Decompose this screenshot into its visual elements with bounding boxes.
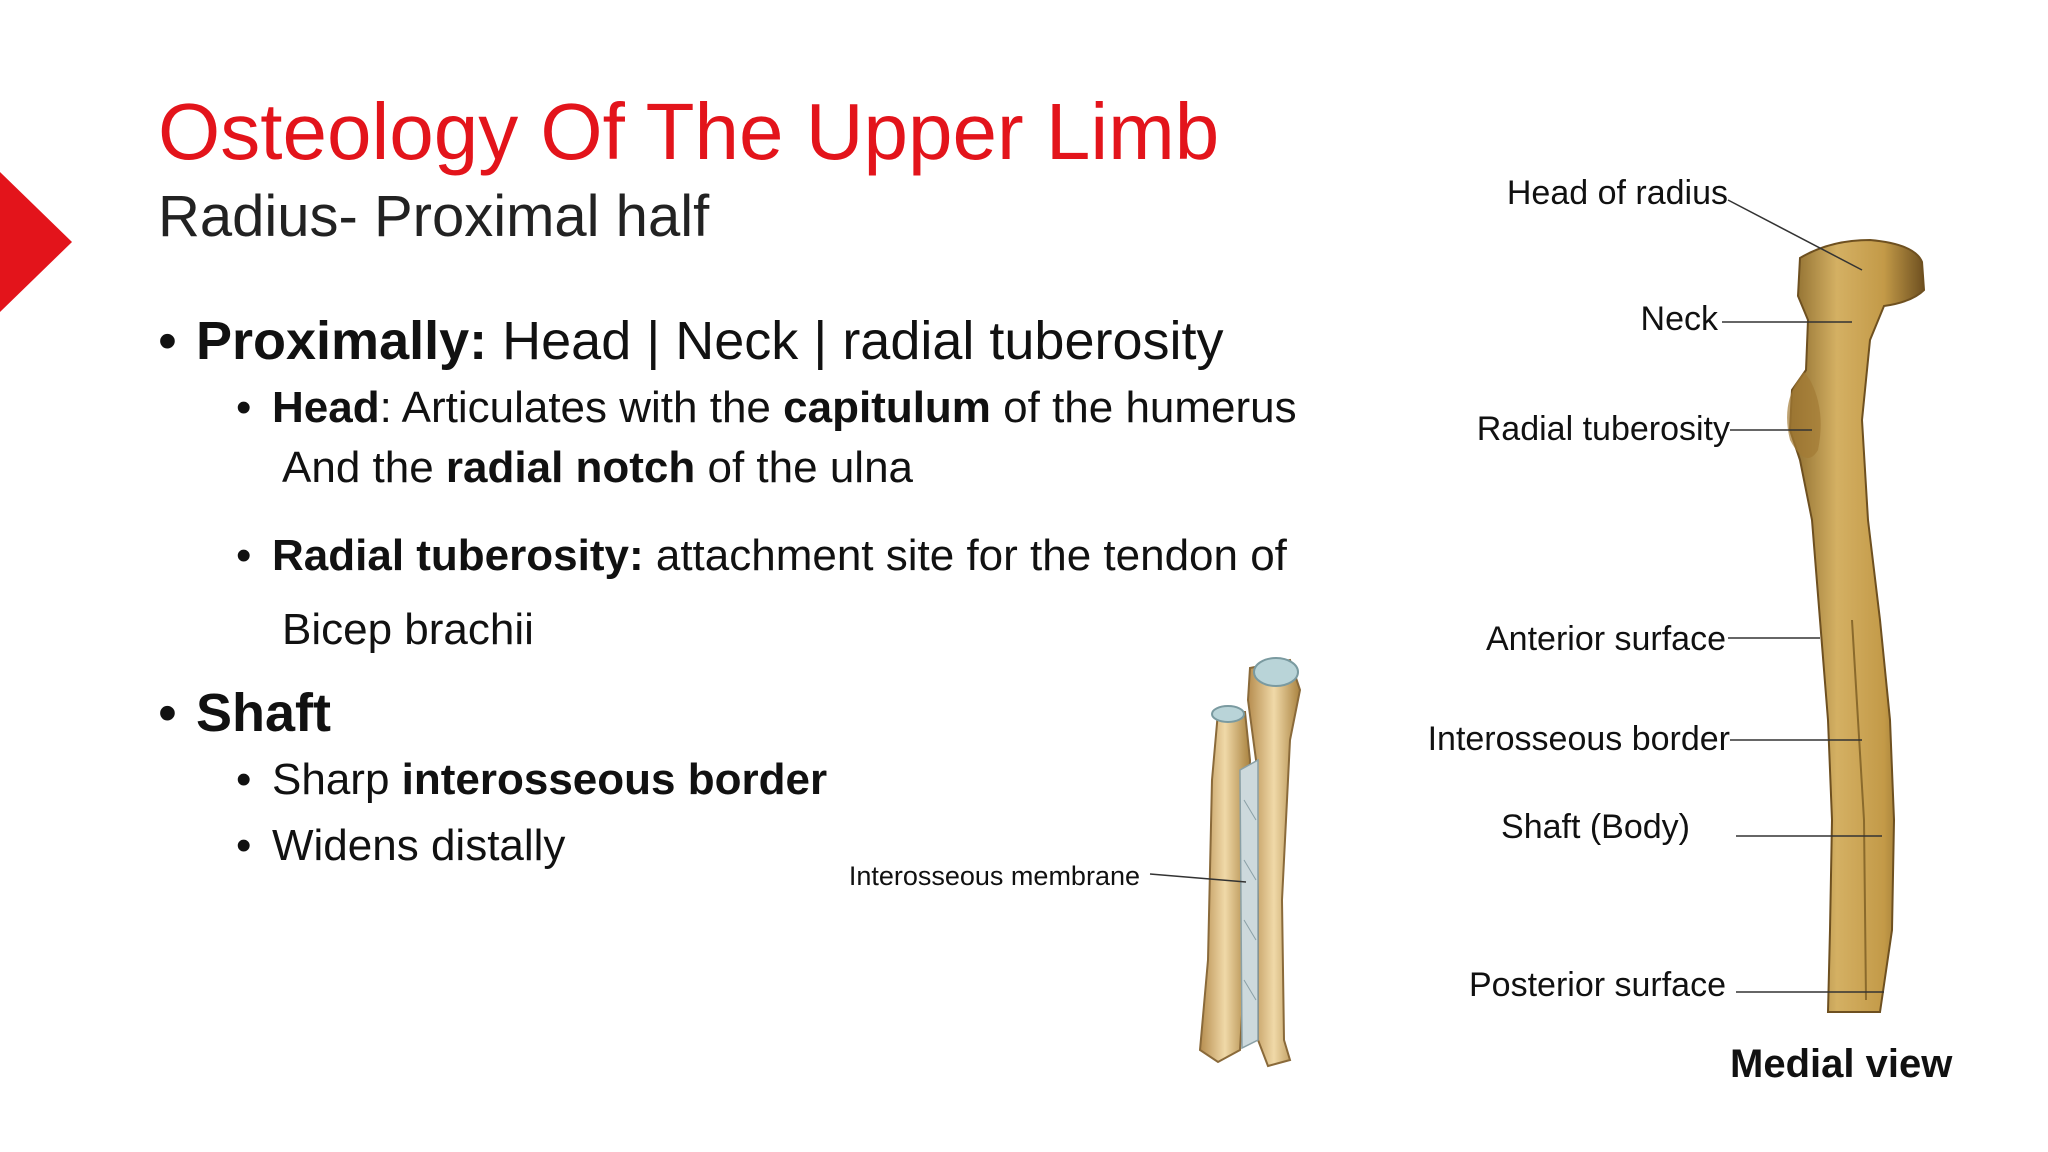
bullet-head-cont-text-1: And the bbox=[282, 443, 446, 492]
bullet-shaft-label: Shaft bbox=[196, 683, 331, 743]
bullet-list: Proximally: Head | Neck | radial tuberos… bbox=[158, 308, 1398, 876]
label-head-of-radius: Head of radius bbox=[1507, 174, 1728, 212]
bullet-shaft: Shaft bbox=[158, 680, 1398, 746]
bullet-head-bold-1: capitulum bbox=[783, 383, 991, 432]
label-anterior-surface: Anterior surface bbox=[1486, 620, 1726, 658]
bullet-widens: Widens distally bbox=[158, 816, 1398, 876]
bullet-proximally-text: Head | Neck | radial tuberosity bbox=[487, 311, 1224, 371]
radius-bone-illustration bbox=[1787, 238, 1926, 1013]
bullet-tuberosity-text: attachment site for the tendon of bbox=[643, 531, 1287, 580]
bullet-proximally-label: Proximally: bbox=[196, 311, 488, 371]
bullet-head-text-2: of the humerus bbox=[990, 383, 1297, 432]
slide-title: Osteology Of The Upper Limb bbox=[158, 87, 1220, 176]
label-posterior-surface: Posterior surface bbox=[1469, 966, 1726, 1004]
slide-subtitle: Radius- Proximal half bbox=[158, 184, 710, 249]
bullet-tuberosity-label: Radial tuberosity: bbox=[272, 531, 644, 580]
figure-caption: Medial view bbox=[1730, 1042, 1953, 1086]
bullet-proximally: Proximally: Head | Neck | radial tuberos… bbox=[158, 308, 1398, 374]
bullet-sharp-bold: interosseous border bbox=[401, 755, 828, 804]
bullet-head: Head: Articulates with the capitulum of … bbox=[158, 378, 1398, 438]
label-radial-tuberosity: Radial tuberosity bbox=[1477, 410, 1730, 448]
bullet-sharp-border: Sharp interosseous border bbox=[158, 750, 1398, 810]
bullet-head-label: Head bbox=[272, 383, 380, 432]
bullet-tuberosity: Radial tuberosity: attachment site for t… bbox=[158, 526, 1398, 586]
membrane-leader-line bbox=[1149, 873, 1247, 883]
red-arrow-icon bbox=[0, 172, 72, 312]
radius-leader-lines bbox=[1722, 199, 1884, 993]
label-shaft-body: Shaft (Body) bbox=[1501, 808, 1690, 846]
bullet-sharp-text: Sharp bbox=[272, 755, 402, 804]
forearm-bones-illustration bbox=[1198, 657, 1302, 1068]
bullet-head-cont-text-2: of the ulna bbox=[695, 443, 914, 492]
bullet-tuberosity-continuation: Bicep brachii bbox=[282, 605, 534, 654]
label-neck: Neck bbox=[1641, 300, 1719, 338]
label-interosseous-border: Interosseous border bbox=[1428, 720, 1730, 758]
bullet-head-text-1: : Articulates with the bbox=[379, 383, 784, 432]
bullet-head-cont-bold: radial notch bbox=[445, 443, 696, 492]
label-interosseous-membrane: Interosseous membrane bbox=[849, 861, 1140, 891]
bullet-head-continuation: And the radial notch of the ulna bbox=[158, 438, 1398, 498]
